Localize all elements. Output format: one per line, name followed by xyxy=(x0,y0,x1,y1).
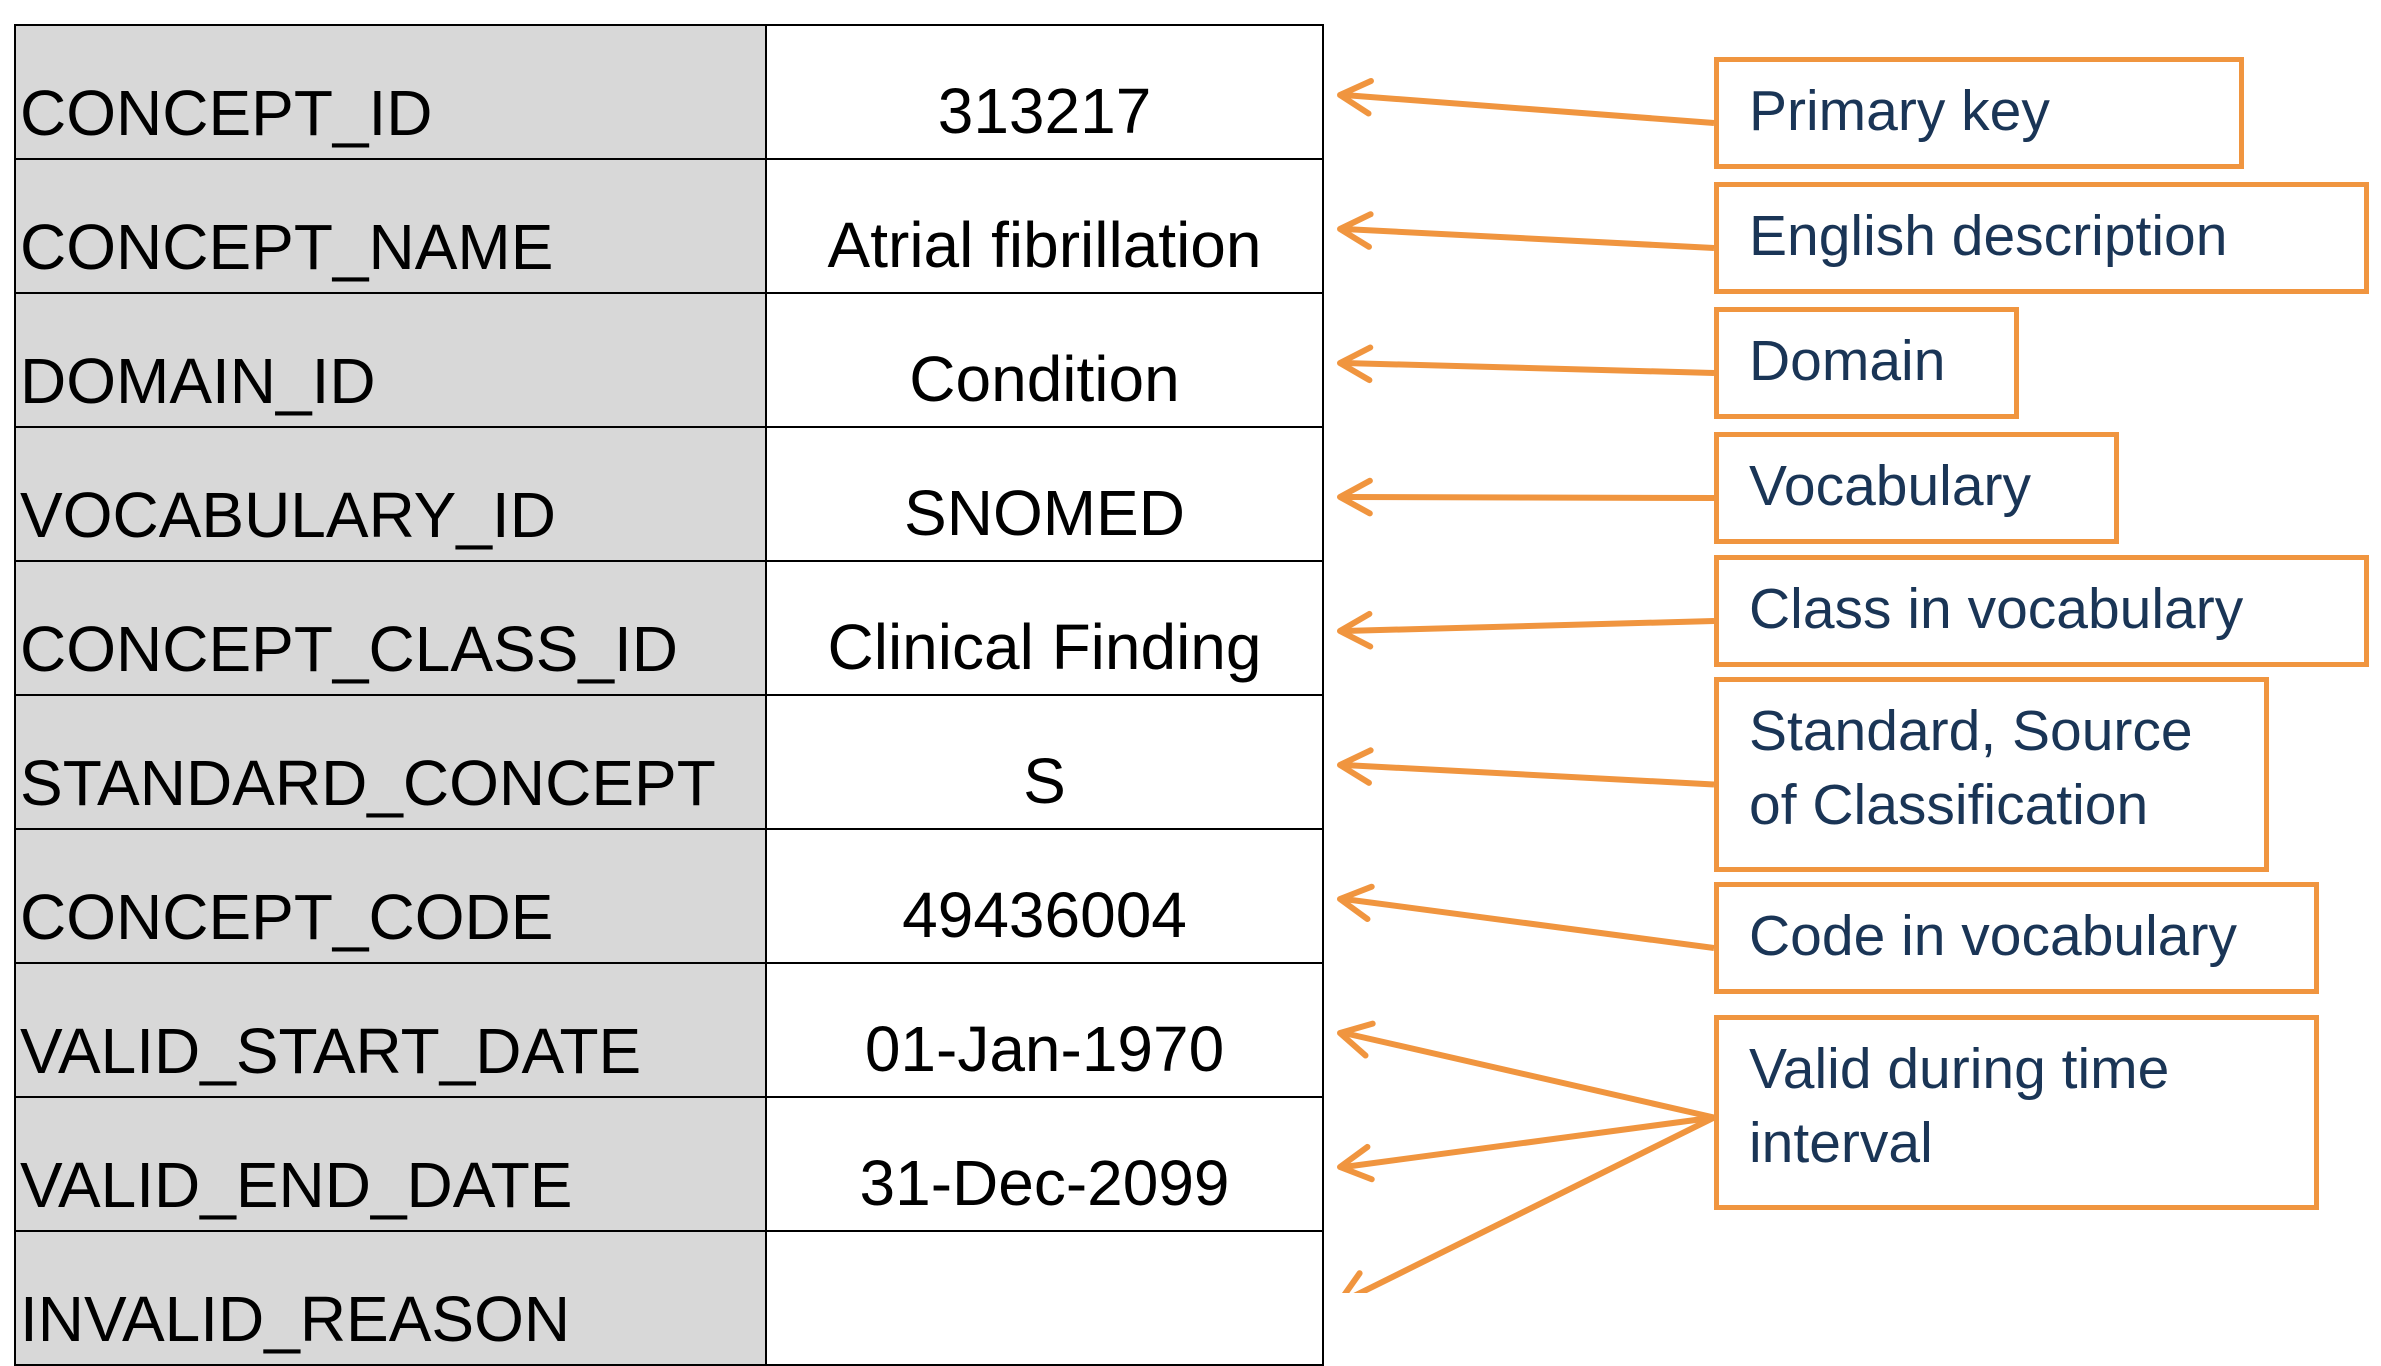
field-value-cell: 31-Dec-2099 xyxy=(765,1096,1324,1232)
annotation-arrows xyxy=(1337,77,1716,1293)
arrowhead-icon xyxy=(1337,747,1374,786)
field-name-cell: CONCEPT_CODE xyxy=(14,828,767,964)
concept-table: CONCEPT_ID 313217 CONCEPT_NAME Atrial fi… xyxy=(14,24,1324,1366)
annotation-arrow-line xyxy=(1343,1030,1715,1121)
field-name-cell: CONCEPT_ID xyxy=(14,24,767,160)
annotation-arrow-line xyxy=(1353,1114,1716,1293)
table-row: STANDARD_CONCEPT S xyxy=(14,694,1324,830)
arrowhead-icon xyxy=(1337,77,1374,117)
arrowhead-icon xyxy=(1337,477,1373,517)
annotation-arrow-line xyxy=(1343,618,1715,634)
arrowhead-icon xyxy=(1337,1143,1375,1183)
field-value-cell: S xyxy=(765,694,1324,830)
callout-code-in-vocabulary: Code in vocabulary xyxy=(1714,882,2319,994)
callout-domain: Domain xyxy=(1714,307,2019,419)
table-row: VALID_END_DATE 31-Dec-2099 xyxy=(14,1096,1324,1232)
field-name-cell: DOMAIN_ID xyxy=(14,292,767,428)
table-row: CONCEPT_NAME Atrial fibrillation xyxy=(14,158,1324,294)
field-name-cell: CONCEPT_CLASS_ID xyxy=(14,560,767,696)
field-name-cell: CONCEPT_NAME xyxy=(14,158,767,294)
annotation-arrow-line xyxy=(1343,92,1715,126)
arrowhead-icon xyxy=(1337,1020,1376,1059)
field-value-cell: 313217 xyxy=(765,24,1324,160)
field-value-cell: Condition xyxy=(765,292,1324,428)
field-name-cell: VALID_END_DATE xyxy=(14,1096,767,1232)
annotation-arrow-line xyxy=(1343,1114,1715,1170)
table-row: CONCEPT_CLASS_ID Clinical Finding xyxy=(14,560,1324,696)
field-name-cell: VALID_START_DATE xyxy=(14,962,767,1098)
field-name-cell: STANDARD_CONCEPT xyxy=(14,694,767,830)
callout-primary-key: Primary key xyxy=(1714,57,2244,169)
table-row: CONCEPT_ID 313217 xyxy=(14,24,1324,160)
concept-record-diagram: CONCEPT_ID 313217 CONCEPT_NAME Atrial fi… xyxy=(14,24,2369,1366)
table-row: VOCABULARY_ID SNOMED xyxy=(14,426,1324,562)
field-value-cell: Atrial fibrillation xyxy=(765,158,1324,294)
table-row: DOMAIN_ID Condition xyxy=(14,292,1324,428)
callout-english-description: English description xyxy=(1714,182,2369,294)
field-value-cell: 01-Jan-1970 xyxy=(765,962,1324,1098)
annotation-arrow-line xyxy=(1343,762,1715,788)
field-value-cell: 49436004 xyxy=(765,828,1324,964)
arrowhead-icon xyxy=(1341,1270,1363,1293)
table-row: CONCEPT_CODE 49436004 xyxy=(14,828,1324,964)
table-row: VALID_START_DATE 01-Jan-1970 xyxy=(14,962,1324,1098)
annotation-arrow-line xyxy=(1343,494,1715,501)
callout-class-in-vocabulary: Class in vocabulary xyxy=(1714,555,2369,667)
arrowhead-icon xyxy=(1337,610,1374,650)
field-name-cell: VOCABULARY_ID xyxy=(14,426,767,562)
arrowhead-icon xyxy=(1337,211,1374,250)
annotation-arrow-line xyxy=(1343,896,1715,951)
arrowhead-icon xyxy=(1337,883,1375,923)
field-value-cell: SNOMED xyxy=(765,426,1324,562)
annotation-arrow-line xyxy=(1343,360,1715,376)
arrowhead-icon xyxy=(1337,344,1374,384)
field-value-cell: Clinical Finding xyxy=(765,560,1324,696)
callout-vocabulary: Vocabulary xyxy=(1714,432,2119,544)
callout-valid-time-interval: Valid during time interval xyxy=(1714,1015,2319,1210)
callout-standard-source: Standard, Source of Classification xyxy=(1714,677,2269,872)
annotation-arrow-line xyxy=(1343,226,1715,251)
